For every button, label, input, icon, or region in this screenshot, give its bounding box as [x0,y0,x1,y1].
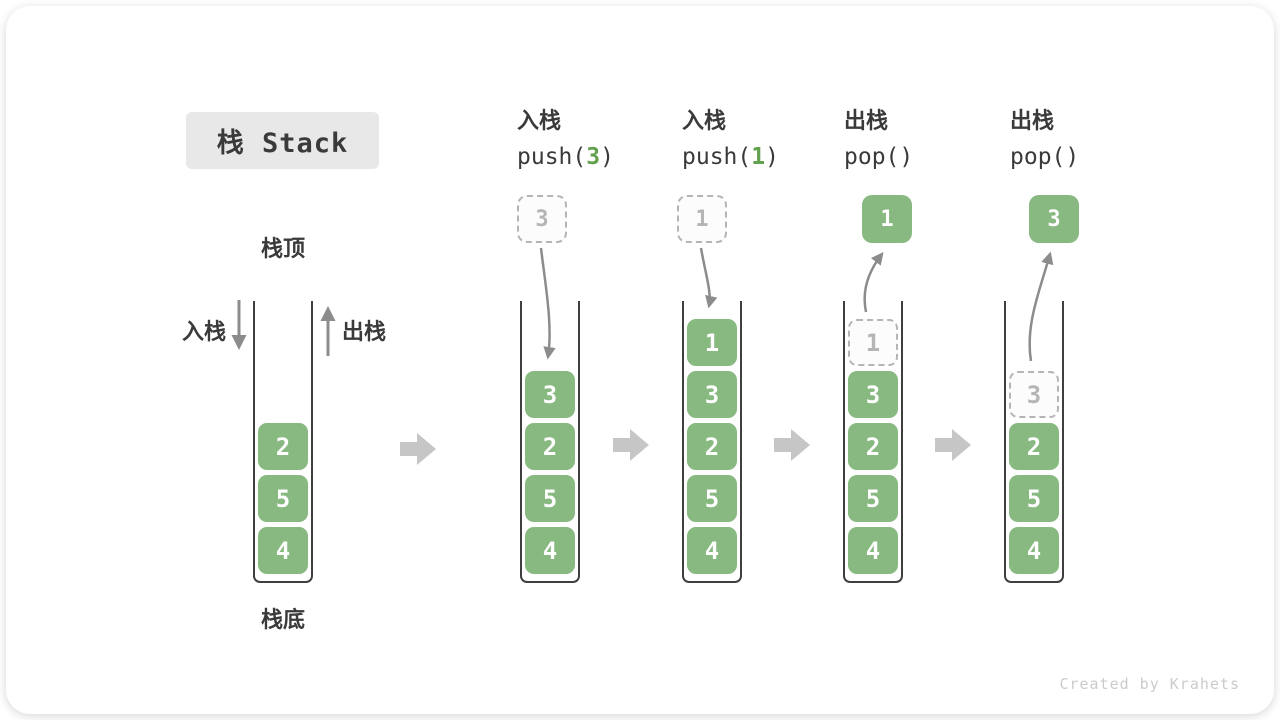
stack-block-value: 2 [865,432,881,461]
stack-block-value: 5 [542,484,558,513]
stack-block: 2 [848,423,898,470]
operation-name: 出栈 [844,108,889,133]
stack-block: 1 [687,319,737,366]
stack-block-value: 3 [704,380,720,409]
stack-block: 4 [1009,527,1059,574]
float-box-value: 1 [695,206,709,232]
stack-block: 2 [1009,423,1059,470]
operation-code: pop() [1010,143,1180,171]
stack-block-value: 4 [542,536,558,565]
operation-code: push(1) [682,143,852,171]
stack-block: 2 [687,423,737,470]
operation-code-before: push( [517,144,587,170]
page-title: 栈 Stack [216,128,349,159]
stack-block-value: 4 [865,536,881,565]
stack-block-value: 2 [542,432,558,461]
stack-block: 2 [258,423,308,470]
operation-code-after: ) [600,144,614,170]
pushed-value-box: 1 [677,195,727,243]
stack-block-value: 5 [704,484,720,513]
stack-block-value: 1 [704,328,720,357]
push-label: 入栈 [181,319,226,344]
popped-value-box: 1 [862,195,912,243]
title-badge: 栈 Stack [186,112,379,169]
stack-slot-dashed: 3 [1009,371,1059,418]
operation-code-value: 1 [751,144,766,170]
pushed-value-box: 3 [517,195,567,243]
stack-block: 4 [848,527,898,574]
stack-block-value: 5 [865,484,881,513]
stack-slot-dashed: 1 [848,319,898,366]
stack-block-value: 4 [704,536,720,565]
stack-container-2 [520,301,580,583]
operation-code: push(3) [517,143,687,171]
stack-block: 4 [525,527,575,574]
pop-label: 出栈 [342,319,387,344]
stack-block: 4 [258,527,308,574]
operation-name: 出栈 [1010,108,1055,133]
stack-block: 5 [525,475,575,522]
stack-block: 3 [848,371,898,418]
stack-bottom-label: 栈底 [260,607,305,632]
stack-block-value: 5 [1026,484,1042,513]
operation-label-group: 出栈 pop() [1010,108,1180,171]
stack-block: 3 [525,371,575,418]
stack-block: 5 [848,475,898,522]
operation-name: 入栈 [517,108,562,133]
stack-block-value: 4 [1026,536,1042,565]
stack-container-3 [682,301,742,583]
popped-value-box: 3 [1029,195,1079,243]
stack-top-label: 栈顶 [260,236,305,261]
stack-block-value: 3 [542,380,558,409]
stack-block-value: 2 [1026,432,1042,461]
operation-code: pop() [844,143,1014,171]
stack-block-value: 5 [275,484,291,513]
stack-block-value: 3 [865,380,881,409]
operation-code-value: 3 [586,144,601,170]
operation-code-after: ) [765,144,779,170]
operation-label-group: 入栈 push(1) [682,108,852,171]
stack-container-5 [1004,301,1064,583]
operation-code-before: pop() [844,144,914,170]
float-box-value: 3 [1047,206,1061,232]
operation-code-before: pop() [1010,144,1080,170]
stack-block: 2 [525,423,575,470]
stack-block: 5 [687,475,737,522]
stack-block-value: 2 [275,432,291,461]
operation-label-group: 出栈 pop() [844,108,1014,171]
stack-block-value: 3 [1026,380,1042,409]
stack-container-4 [843,301,903,583]
float-box-value: 1 [880,206,894,232]
stack-block: 3 [687,371,737,418]
stack-container-1 [253,301,313,583]
stack-block: 5 [258,475,308,522]
float-box-value: 3 [535,206,549,232]
stack-block-value: 2 [704,432,720,461]
operation-name: 入栈 [682,108,727,133]
stack-block-value: 1 [865,328,881,357]
operation-label-group: 入栈 push(3) [517,108,687,171]
watermark: Created by Krahets [1059,675,1240,693]
stack-block-value: 4 [275,536,291,565]
stack-block: 4 [687,527,737,574]
operation-code-before: push( [682,144,752,170]
stack-block: 5 [1009,475,1059,522]
